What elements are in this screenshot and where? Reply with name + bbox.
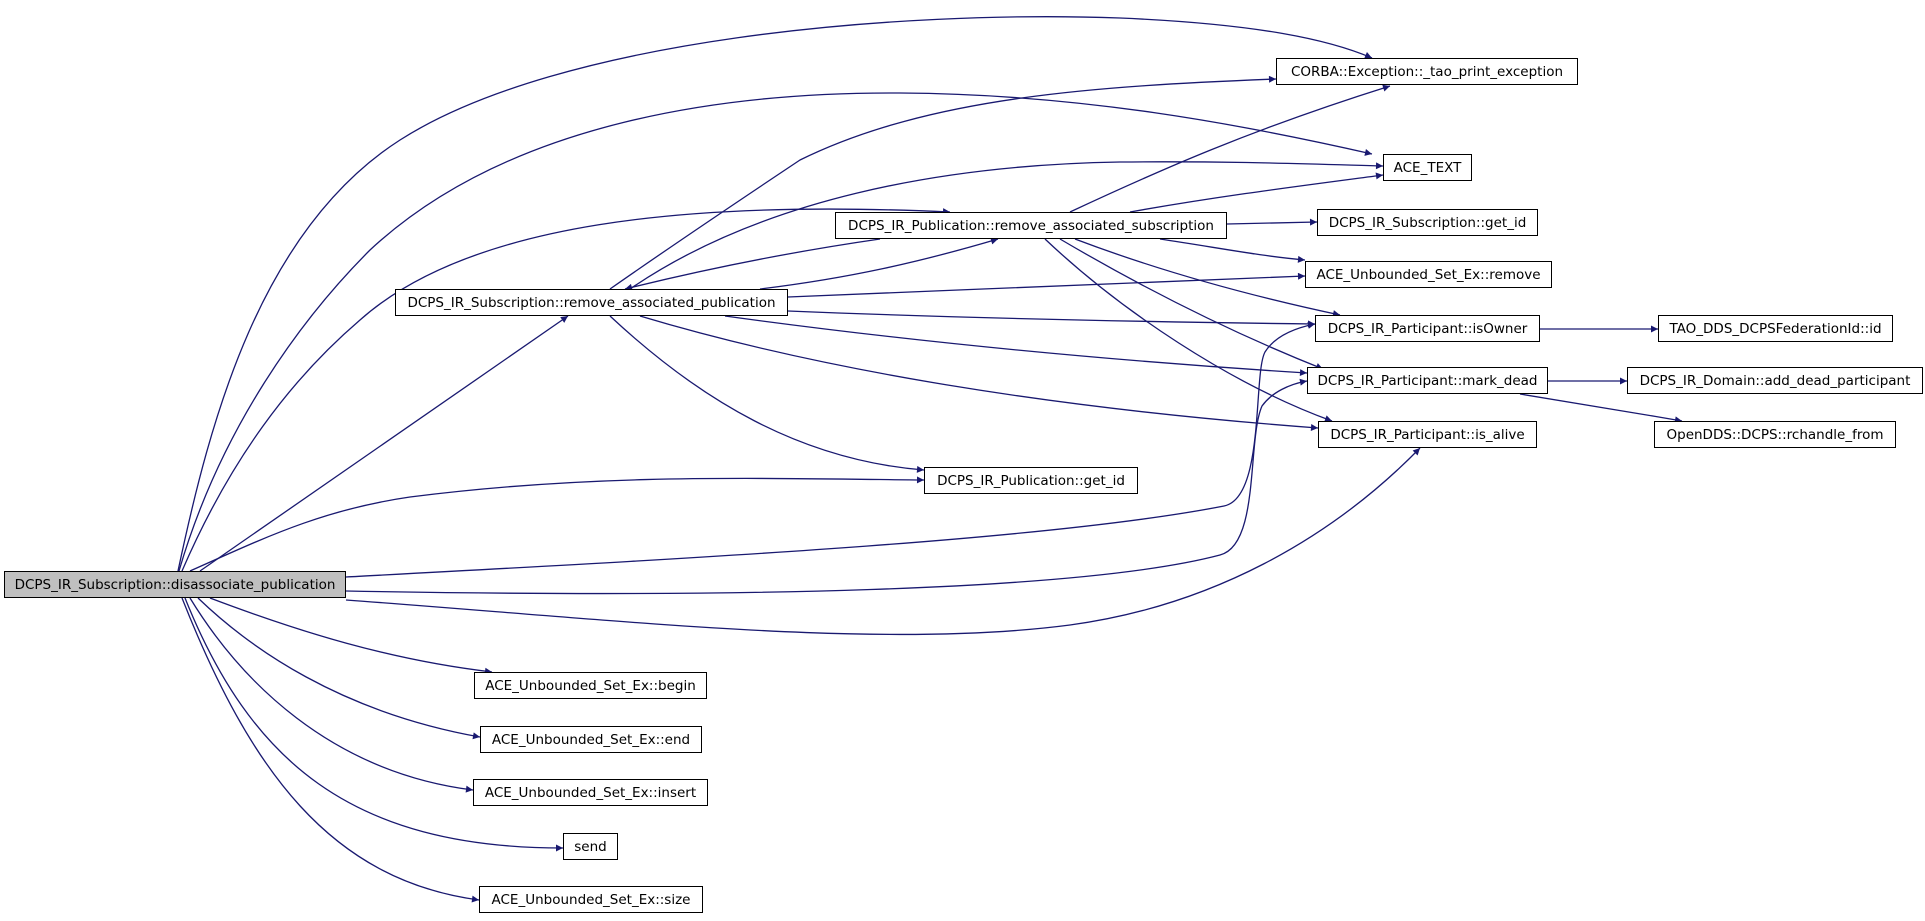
edge-root-to-send xyxy=(184,597,564,852)
edge-root-to-part-is-alive xyxy=(345,447,1421,636)
edge-pub-to-ace-text xyxy=(1129,172,1384,213)
edge-root-to-pub-get-id xyxy=(189,476,925,572)
edge-sub-to-corba-tao-print xyxy=(609,75,1277,290)
edge-pub-to-sub-get-id xyxy=(1226,218,1318,226)
node-sub-remove-assoc-pub[interactable]: DCPS_IR_Subscription::remove_associated_… xyxy=(395,289,788,316)
node-send[interactable]: send xyxy=(563,833,618,860)
node-part-mark-dead[interactable]: DCPS_IR_Participant::mark_dead xyxy=(1307,367,1548,394)
edge-root-to-set-begin xyxy=(209,597,493,675)
node-part-isowner[interactable]: DCPS_IR_Participant::isOwner xyxy=(1315,315,1540,342)
edge-sub-to-set-remove xyxy=(787,272,1306,298)
edge-root-to-set-size xyxy=(181,597,480,903)
edge-root-to-set-end xyxy=(197,597,481,740)
edge-pub-to-part-is-alive xyxy=(1044,238,1333,422)
edge-sub-to-pub-remove-assoc-sub xyxy=(759,237,999,290)
node-sub-get-id[interactable]: DCPS_IR_Subscription::get_id xyxy=(1317,209,1538,236)
edge-sub-to-part-isowner xyxy=(787,310,1316,328)
node-pub-get-id[interactable]: DCPS_IR_Publication::get_id xyxy=(924,467,1138,494)
edge-pub-to-sub-remove-assoc-pub xyxy=(624,238,881,291)
node-domain-add-dead[interactable]: DCPS_IR_Domain::add_dead_participant xyxy=(1627,367,1923,394)
node-set-end[interactable]: ACE_Unbounded_Set_Ex::end xyxy=(480,726,702,753)
edge-sub-to-part-mark-dead xyxy=(724,315,1308,377)
edge-pub-to-corba-tao-print xyxy=(1069,84,1391,213)
edge-root-to-pub-remove-assoc-sub xyxy=(181,208,951,572)
node-set-insert[interactable]: ACE_Unbounded_Set_Ex::insert xyxy=(473,779,708,806)
edge-mark-dead-to-rchandle-from xyxy=(1519,393,1683,424)
node-set-begin[interactable]: ACE_Unbounded_Set_Ex::begin xyxy=(474,672,707,699)
node-fed-id[interactable]: TAO_DDS_DCPSFederationId::id xyxy=(1658,315,1893,342)
edge-root-to-corba-tao-print xyxy=(177,16,1373,572)
node-corba-tao-print[interactable]: CORBA::Exception::_tao_print_exception xyxy=(1276,58,1578,85)
edge-root-to-set-insert xyxy=(189,597,474,793)
edge-pub-to-part-mark-dead xyxy=(1059,238,1324,370)
edge-sub-to-ace-text xyxy=(629,161,1384,290)
node-root[interactable]: DCPS_IR_Subscription::disassociate_publi… xyxy=(4,571,346,598)
edge-root-to-sub-remove-assoc-pub xyxy=(199,315,569,572)
edge-sub-to-part-is-alive xyxy=(639,315,1319,431)
edge-pub-to-set-remove xyxy=(1159,238,1306,263)
node-rchandle-from[interactable]: OpenDDS::DCPS::rchandle_from xyxy=(1654,421,1896,448)
edge-sub-to-pub-get-id xyxy=(609,315,925,473)
edge-root-to-part-isowner xyxy=(345,321,1316,578)
edge-root-to-ace-text xyxy=(178,92,1373,572)
node-ace-text[interactable]: ACE_TEXT xyxy=(1383,154,1472,181)
edge-root-to-part-mark-dead xyxy=(345,378,1308,595)
node-pub-remove-assoc-sub[interactable]: DCPS_IR_Publication::remove_associated_s… xyxy=(835,212,1227,239)
node-part-is-alive[interactable]: DCPS_IR_Participant::is_alive xyxy=(1318,421,1537,448)
edge-pub-to-part-isowner xyxy=(1074,238,1341,317)
node-set-remove[interactable]: ACE_Unbounded_Set_Ex::remove xyxy=(1305,261,1552,288)
node-set-size[interactable]: ACE_Unbounded_Set_Ex::size xyxy=(479,886,703,913)
